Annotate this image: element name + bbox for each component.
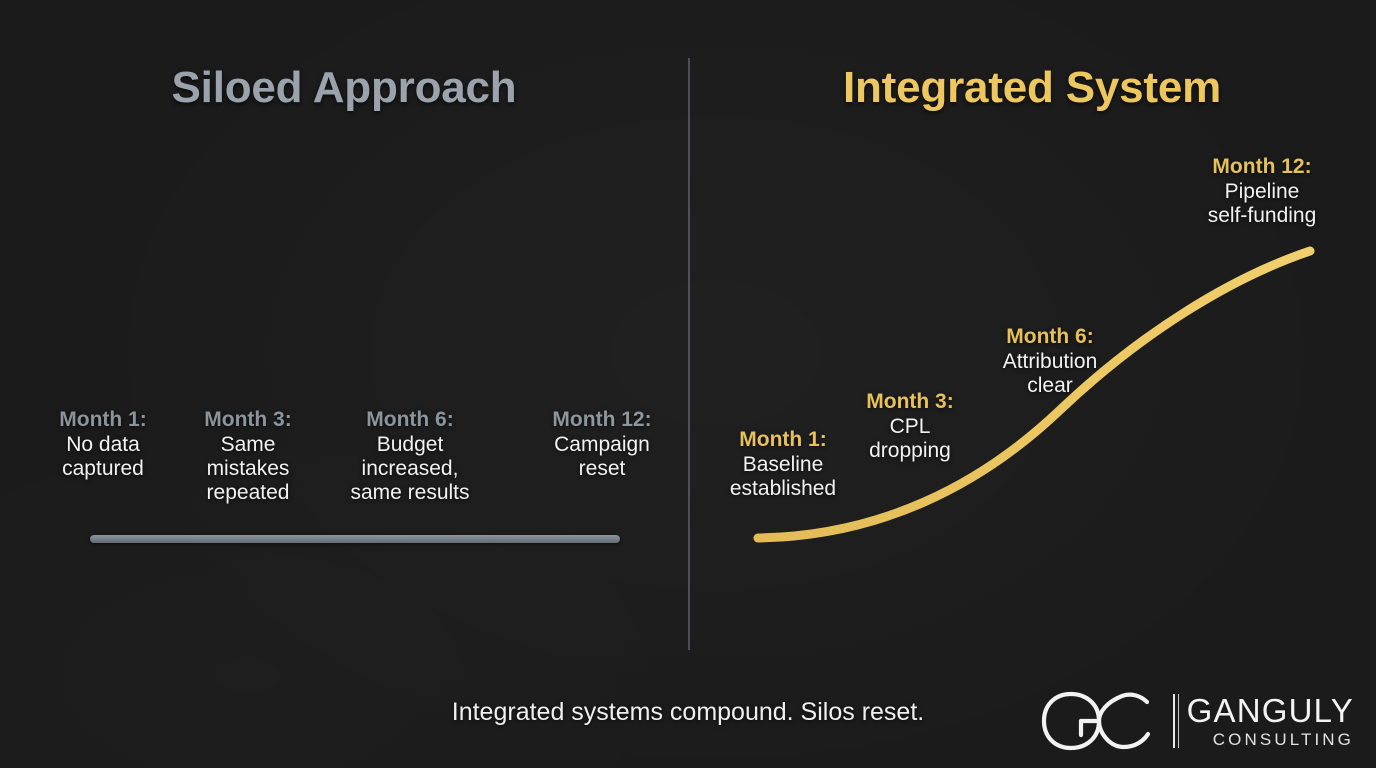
milestone-desc-line: dropping: [869, 438, 951, 462]
milestone-desc-line: established: [729, 476, 837, 500]
milestone-left-month-12: Month 12: Campaign reset: [522, 408, 682, 481]
milestone-head: Month 6:: [1006, 325, 1094, 348]
panel-title-integrated: Integrated System: [842, 63, 1222, 112]
milestone-head: Month 1:: [59, 408, 147, 431]
milestone-desc-line: Attribution: [1002, 349, 1098, 373]
milestone-desc-line: repeated: [206, 480, 290, 504]
logo-divider-thick: [1172, 694, 1175, 748]
siloed-flat-trend-bar: [90, 535, 620, 543]
logo-wordmark: GANGULY CONSULTING: [1187, 694, 1354, 748]
milestone-desc-line: Budget: [376, 432, 444, 456]
milestone-head: Month 6:: [366, 408, 454, 431]
logo-name: GANGULY: [1186, 692, 1354, 729]
milestone-head: Month 3:: [866, 390, 954, 413]
milestone-desc-line: No data: [66, 432, 140, 456]
slide-caption: Integrated systems compound. Silos reset…: [451, 698, 925, 726]
milestone-desc-line: clear: [1027, 373, 1073, 397]
milestone-left-month-1: Month 1: No data captured: [28, 408, 178, 481]
panel-title-siloed: Siloed Approach: [171, 63, 517, 112]
milestone-desc-line: mistakes: [206, 456, 290, 480]
milestone-desc-line: Pipeline: [1224, 179, 1300, 203]
milestone-right-month-3: Month 3: CPL dropping: [840, 390, 980, 463]
milestone-right-month-6: Month 6: Attribution clear: [975, 325, 1125, 398]
logo-divider-thin: [1177, 694, 1179, 748]
milestone-right-month-12: Month 12: Pipeline self-funding: [1186, 155, 1338, 228]
milestone-desc-line: Same: [220, 432, 276, 456]
milestone-desc-line: CPL: [889, 414, 931, 438]
brand-logo: GANGULY CONSULTING: [1039, 686, 1354, 756]
milestone-desc-line: Campaign: [554, 432, 650, 456]
milestone-right-month-1: Month 1: Baseline established: [700, 428, 866, 501]
milestone-desc-line: self-funding: [1207, 203, 1317, 227]
milestone-desc-line: captured: [62, 456, 144, 480]
milestone-desc-line: Baseline: [742, 452, 824, 476]
milestone-head: Month 12:: [552, 408, 652, 431]
panel-divider: [688, 58, 690, 650]
gc-infinity-monogram-icon: [1041, 691, 1150, 751]
logo-subtitle: CONSULTING: [1212, 730, 1354, 749]
milestone-left-month-3: Month 3: Same mistakes repeated: [180, 408, 316, 505]
milestone-desc-line: increased,: [361, 456, 459, 480]
milestone-head: Month 3:: [204, 408, 292, 431]
milestone-head: Month 12:: [1212, 155, 1312, 178]
milestone-desc-line: reset: [578, 456, 626, 480]
milestone-left-month-6: Month 6: Budget increased, same results: [324, 408, 496, 505]
milestone-desc-line: same results: [350, 480, 470, 504]
milestone-head: Month 1:: [739, 428, 827, 451]
